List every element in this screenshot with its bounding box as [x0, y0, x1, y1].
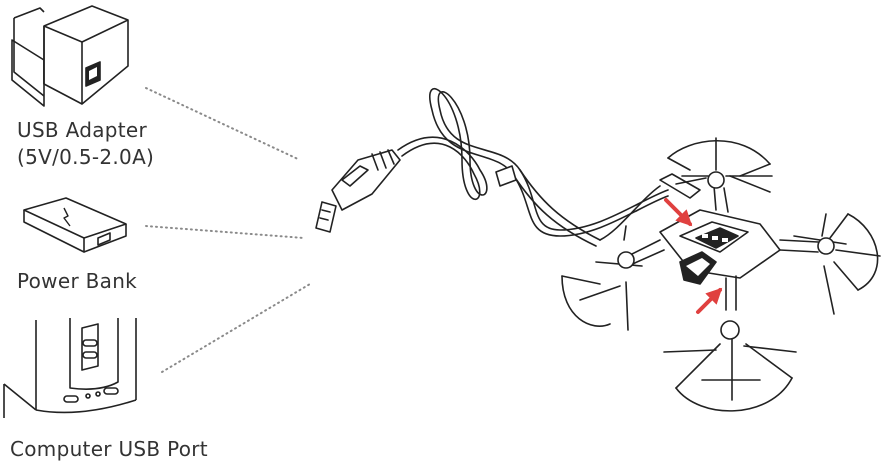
arrow-upper — [664, 198, 693, 227]
connector-power-bank — [145, 225, 305, 239]
computer-tower-icon — [3, 318, 137, 418]
arrow-lower — [696, 287, 723, 314]
power-bank-label: Power Bank — [17, 269, 138, 293]
drone-icon — [561, 137, 881, 412]
usb-adapter-label-line2: (5V/0.5-2.0A) — [17, 145, 155, 169]
usb-adapter-label: USB Adapter (5V/0.5-2.0A) — [17, 117, 154, 171]
power-bank-icon — [23, 197, 127, 253]
usb-adapter-label-line1: USB Adapter — [17, 118, 148, 142]
dotted-connectors — [145, 87, 311, 373]
usb-cable-icon — [315, 88, 701, 247]
computer-usb-port-label: Computer USB Port — [10, 437, 208, 461]
connector-computer — [161, 283, 311, 373]
connector-usb-adapter — [145, 87, 301, 161]
wall-adapter-icon — [11, 5, 129, 107]
red-arrow-icon — [664, 198, 723, 314]
